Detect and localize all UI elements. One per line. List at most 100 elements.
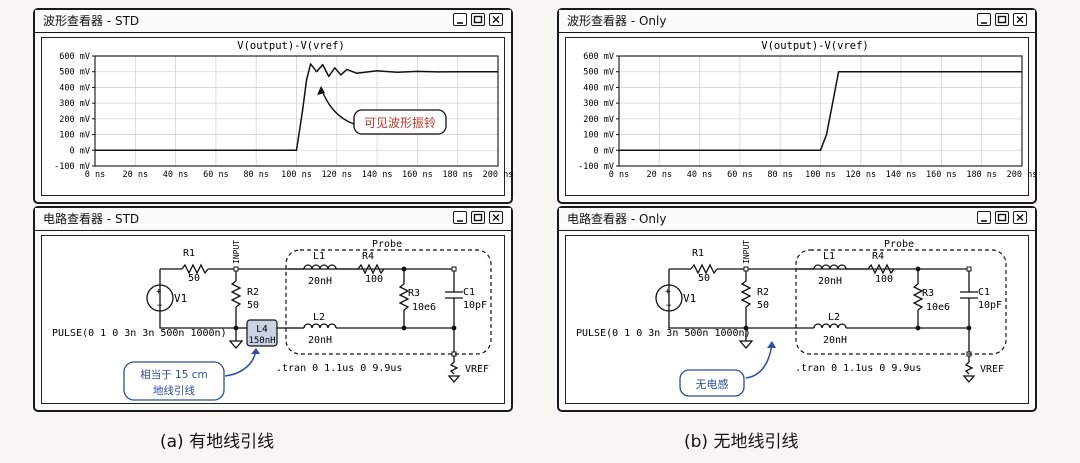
l1-label: L1 xyxy=(823,251,835,262)
y-tick-label: 400 mV xyxy=(583,83,614,93)
y-tick-label: 600 mV xyxy=(583,52,614,62)
inductor-l2-icon xyxy=(813,323,847,329)
x-tick-label: 80 ns xyxy=(243,170,269,180)
y-tick-label: 200 mV xyxy=(59,115,90,125)
close-button[interactable] xyxy=(1013,211,1027,224)
y-tick-label: 300 mV xyxy=(59,99,90,109)
c1-value: 10pF xyxy=(463,300,487,311)
l4-value: 150nH xyxy=(248,336,275,346)
ground-icon xyxy=(228,340,244,349)
probe-boundary xyxy=(285,249,492,355)
close-icon xyxy=(1016,16,1024,23)
c1-value: 10pF xyxy=(978,300,1002,311)
input-node-label: INPUT xyxy=(232,240,241,264)
note-line-2: 地线引线 xyxy=(153,384,195,397)
x-tick-label: 100 ns xyxy=(805,170,836,180)
close-button[interactable] xyxy=(489,13,503,26)
v1-label: V1 xyxy=(683,292,696,305)
l2-label: L2 xyxy=(313,312,325,323)
maximize-button[interactable] xyxy=(471,13,485,26)
inductor-l1-icon xyxy=(813,264,847,270)
r2-value: 50 xyxy=(247,300,259,311)
y-tick-label: 500 mV xyxy=(59,68,90,78)
x-tick-label: 20 ns xyxy=(123,170,149,180)
caption-b: (b) 无地线引线 xyxy=(684,432,799,452)
minus-sign: − xyxy=(666,301,672,311)
probe-boundary xyxy=(795,249,1007,355)
x-tick-label: 200 ns xyxy=(483,170,514,180)
l1-label: L1 xyxy=(313,251,325,262)
chart-title: V(output)-V(vref) xyxy=(761,40,868,52)
plus-sign: + xyxy=(156,287,162,297)
r2-value: 50 xyxy=(757,300,769,311)
maximize-button[interactable] xyxy=(471,211,485,224)
title-bar: 波形查看器 - STD xyxy=(35,10,511,33)
r1-label: R1 xyxy=(692,248,704,259)
minimize-button[interactable] xyxy=(977,211,991,224)
x-tick-label: 100 ns xyxy=(281,170,312,180)
l2-label: L2 xyxy=(828,312,840,323)
window-title: 波形查看器 - Only xyxy=(567,14,667,28)
note-bubble xyxy=(679,369,745,397)
vref-label: VREF xyxy=(465,364,489,375)
close-button[interactable] xyxy=(1013,13,1027,26)
maximize-button[interactable] xyxy=(995,13,1009,26)
resistor-r4-icon xyxy=(357,263,385,275)
l1-value: 20nH xyxy=(818,276,842,287)
y-tick-label: 200 mV xyxy=(583,115,614,125)
maximize-icon xyxy=(473,213,483,222)
pulse-spec: PULSE(0 1 0 3n 3n 500n 1000n) xyxy=(576,328,751,339)
y-tick-label: 0 mV xyxy=(594,146,614,156)
c1-label: C1 xyxy=(978,287,990,298)
callout-arrow xyxy=(321,89,355,125)
callout-box xyxy=(353,109,447,135)
x-tick-label: 60 ns xyxy=(727,170,753,180)
caption-a: (a) 有地线引线 xyxy=(160,432,275,452)
x-tick-label: 120 ns xyxy=(321,170,352,180)
ground-icon xyxy=(738,340,754,349)
minimize-button[interactable] xyxy=(453,211,467,224)
maximize-icon xyxy=(997,213,1007,222)
tran-directive: .tran 0 1.1us 0 9.9us xyxy=(276,363,402,374)
title-bar: 电路查看器 - STD xyxy=(35,208,511,231)
y-tick-label: 300 mV xyxy=(583,99,614,109)
minimize-button[interactable] xyxy=(453,13,467,26)
schematic-area: + − L4 150nH R1 50 R2 50 V1 PULSE(0 1 0 … xyxy=(41,235,505,404)
x-tick-label: 0 ns xyxy=(85,170,105,180)
capacitor-c1-icon xyxy=(445,291,463,299)
r3-label: R3 xyxy=(408,288,420,299)
close-button[interactable] xyxy=(489,211,503,224)
x-tick-label: 160 ns xyxy=(926,170,957,180)
minimize-button[interactable] xyxy=(977,13,991,26)
y-tick-label: 400 mV xyxy=(59,83,90,93)
input-node-label: INPUT xyxy=(742,240,751,264)
l2-value: 20nH xyxy=(823,335,847,346)
window-title: 电路查看器 - Only xyxy=(567,212,667,226)
x-tick-label: 160 ns xyxy=(402,170,433,180)
resistor-r2-icon xyxy=(740,280,752,308)
callout-text: 可见波形振铃 xyxy=(364,115,436,130)
x-tick-label: 200 ns xyxy=(1007,170,1038,180)
inductor-l1-icon xyxy=(303,264,337,270)
y-tick-label: 0 mV xyxy=(70,146,90,156)
x-tick-label: 40 ns xyxy=(163,170,189,180)
l2-value: 20nH xyxy=(308,335,332,346)
series-line xyxy=(619,70,1022,152)
y-tick-label: 100 mV xyxy=(583,131,614,141)
vref-ground-icon xyxy=(447,375,461,384)
tran-directive: .tran 0 1.1us 0 9.9us xyxy=(795,363,921,374)
probe-label: Probe xyxy=(372,239,402,250)
r1-label: R1 xyxy=(183,248,195,259)
maximize-button[interactable] xyxy=(995,211,1009,224)
x-tick-label: 60 ns xyxy=(203,170,229,180)
l4-label: L4 xyxy=(256,324,268,335)
circuit-schematic: + − R1 50 R2 50 V1 PULSE(0 1 0 3n 3n 500… xyxy=(576,239,1007,397)
r4-label: R4 xyxy=(872,251,884,262)
r4-value: 100 xyxy=(365,274,383,285)
minimize-icon xyxy=(457,22,463,24)
circuit-schematic: + − L4 150nH R1 50 R2 50 V1 PULSE(0 1 0 … xyxy=(52,239,492,401)
